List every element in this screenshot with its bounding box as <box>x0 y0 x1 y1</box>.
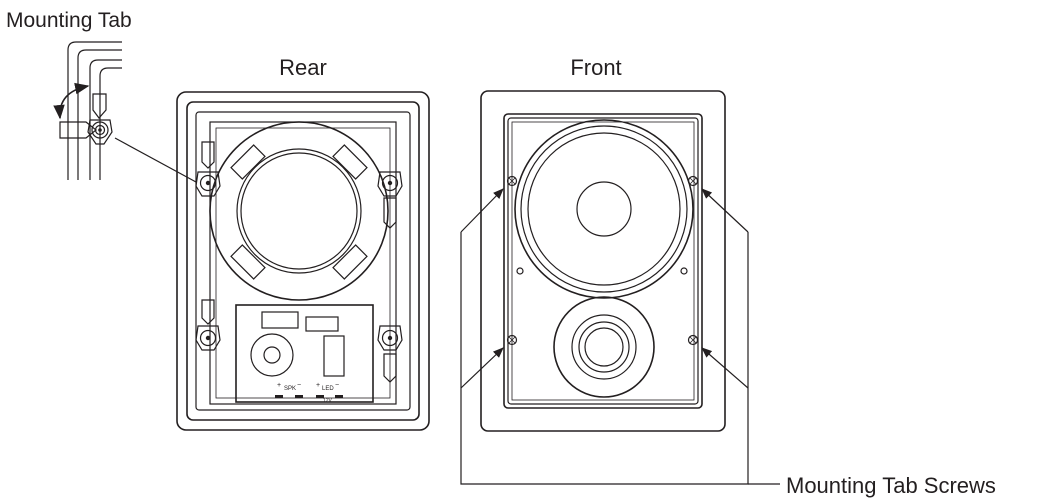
rear-view: + SPK − + LED − 12V <box>176 91 430 431</box>
rear-tab-top-left <box>195 141 221 197</box>
spk-label: SPK <box>284 386 296 392</box>
led-label: LED <box>322 386 334 392</box>
mounting-tab-label: Mounting Tab <box>6 9 132 32</box>
rear-label: Rear <box>279 55 327 80</box>
front-label: Front <box>570 55 621 80</box>
spk-plus: + <box>277 382 281 389</box>
spk-minus: − <box>297 382 301 389</box>
front-screw-bottom-right <box>687 334 699 346</box>
mounting-tab-detail <box>53 41 197 183</box>
rear-tab-top-right <box>377 171 403 229</box>
led-plus: + <box>316 382 320 389</box>
led-minus: − <box>335 382 339 389</box>
rear-tab-bottom-right <box>377 325 403 383</box>
crossover-board: + SPK − + LED − 12V <box>235 304 374 404</box>
mounting-tab-screws-label: Mounting Tab Screws <box>786 473 996 498</box>
voltage-label: 12V <box>323 398 333 404</box>
screw-leader-lines <box>460 188 780 485</box>
rear-tab-bottom-left <box>195 299 221 351</box>
front-screw-top-left <box>506 175 518 187</box>
front-screw-bottom-left <box>506 334 518 346</box>
front-screw-top-right <box>687 175 699 187</box>
front-view <box>480 90 726 432</box>
